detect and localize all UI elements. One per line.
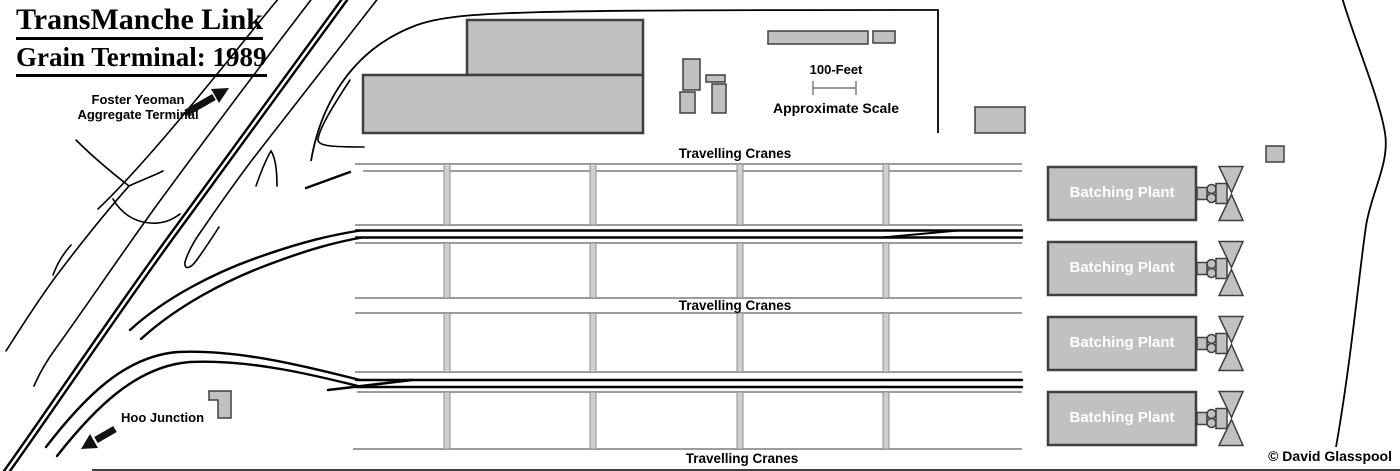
hoo-junction-building — [208, 390, 232, 419]
terminal-buildings — [208, 18, 1285, 419]
travelling-cranes-label-top: Travelling Cranes — [678, 146, 792, 161]
batching-plant-label-3: Batching Plant — [1069, 334, 1175, 351]
crane-columns — [443, 163, 890, 450]
batching-plant-label-2: Batching Plant — [1069, 259, 1175, 276]
foster-yeoman-arrow-icon — [184, 88, 229, 117]
title-line-2: Grain Terminal: 1989 — [16, 42, 267, 78]
main-line-tracks — [2, 0, 378, 471]
hoo-junction-label: Hoo Junction — [121, 410, 205, 425]
small-hut — [1265, 145, 1285, 163]
upper-siding-tracks — [128, 229, 1024, 341]
copyright-text: © David Glasspool — [1268, 448, 1392, 464]
crane-rail-lines — [353, 163, 1022, 450]
scale-distance-label: 100-Feet — [809, 62, 863, 77]
title-line-1: TransManche Link — [16, 3, 263, 40]
travelling-cranes-label-middle: Travelling Cranes — [678, 298, 792, 313]
foster-yeoman-line-2: Aggregate Terminal — [77, 106, 199, 122]
foster-yeoman-line-1: Foster Yeoman — [91, 92, 185, 107]
page-title: TransManche Link Grain Terminal: 1989 — [16, 3, 267, 78]
warehouse-lower — [361, 73, 645, 135]
scale-caption-label: Approximate Scale — [772, 100, 900, 116]
scale-bar — [812, 81, 857, 95]
foster-yeoman-label: Foster Yeoman Aggregate Terminal — [58, 92, 218, 123]
hoo-junction-arrow-icon — [81, 425, 117, 449]
long-shed — [767, 30, 869, 45]
batching-plant-label-1: Batching Plant — [1069, 184, 1175, 201]
travelling-cranes-label-bottom: Travelling Cranes — [685, 451, 799, 466]
batching-plant-label-4: Batching Plant — [1069, 409, 1175, 426]
warehouse-upper — [465, 18, 645, 77]
lower-siding-tracks — [44, 350, 1024, 458]
site-boundary-lines — [92, 0, 1400, 471]
